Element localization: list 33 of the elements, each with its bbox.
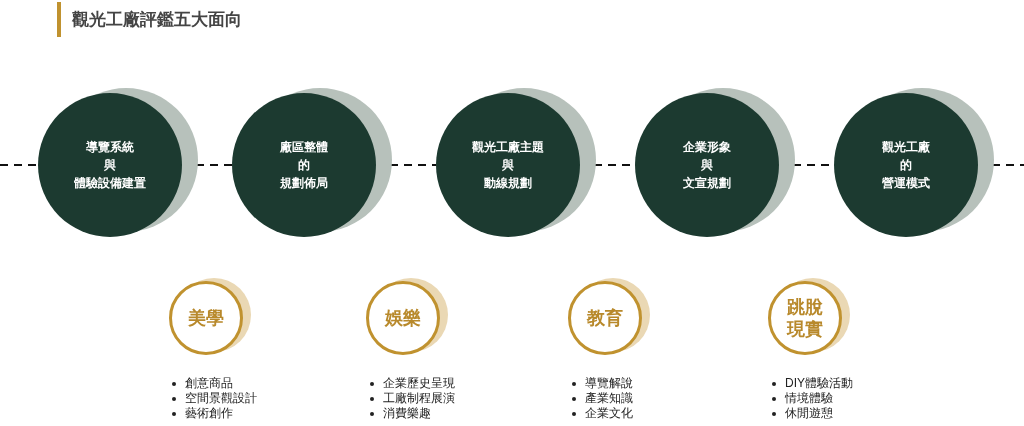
dashed-line (0, 164, 39, 166)
bullet-item: 企業歷史呈現 (383, 376, 455, 391)
circle-label: 美學 (188, 307, 224, 329)
bullet-item: 企業文化 (585, 406, 633, 421)
circle-label: 的 (298, 157, 310, 174)
circle-label: 娛樂 (385, 307, 421, 329)
bullet-item: 導覽解說 (585, 376, 633, 391)
circle-label: 觀光工廠主題 (472, 139, 544, 156)
circle-label: 體驗設備建置 (74, 175, 146, 192)
circle-label: 企業形象 (683, 139, 731, 156)
bullet-item: 創意商品 (185, 376, 233, 391)
circle-label: 導覽系統 (86, 139, 134, 156)
bullet-item: 藝術創作 (185, 406, 233, 421)
bullet-item: 工廠制程展演 (383, 391, 455, 406)
circle-label: 規劃佈局 (280, 175, 328, 192)
bullet-item: DIY體驗活動 (785, 376, 853, 391)
bullet-item: 情境體驗 (785, 391, 833, 406)
circle-label: 與 (104, 157, 116, 174)
bullet-item: 休閒遊憩 (785, 406, 833, 421)
bullet-item: 消費樂趣 (383, 406, 431, 421)
circle-label: 與 (701, 157, 713, 174)
bullet-item: 空間景觀設計 (185, 391, 257, 406)
circle-label: 的 (900, 157, 912, 174)
circle-label: 文宣規劃 (683, 175, 731, 192)
circle-label: 觀光工廠 (882, 139, 930, 156)
circle-label: 廠區整體 (280, 139, 328, 156)
bullet-item: 產業知識 (585, 391, 633, 406)
circle-label: 營運模式 (882, 175, 930, 192)
circle-label: 與 (502, 157, 514, 174)
circle-label: 教育 (587, 307, 623, 329)
circle-label: 動線規劃 (484, 175, 532, 192)
circle-label: 跳脫現實 (787, 296, 823, 340)
title: 觀光工廠評鑑五大面向 (72, 8, 242, 31)
